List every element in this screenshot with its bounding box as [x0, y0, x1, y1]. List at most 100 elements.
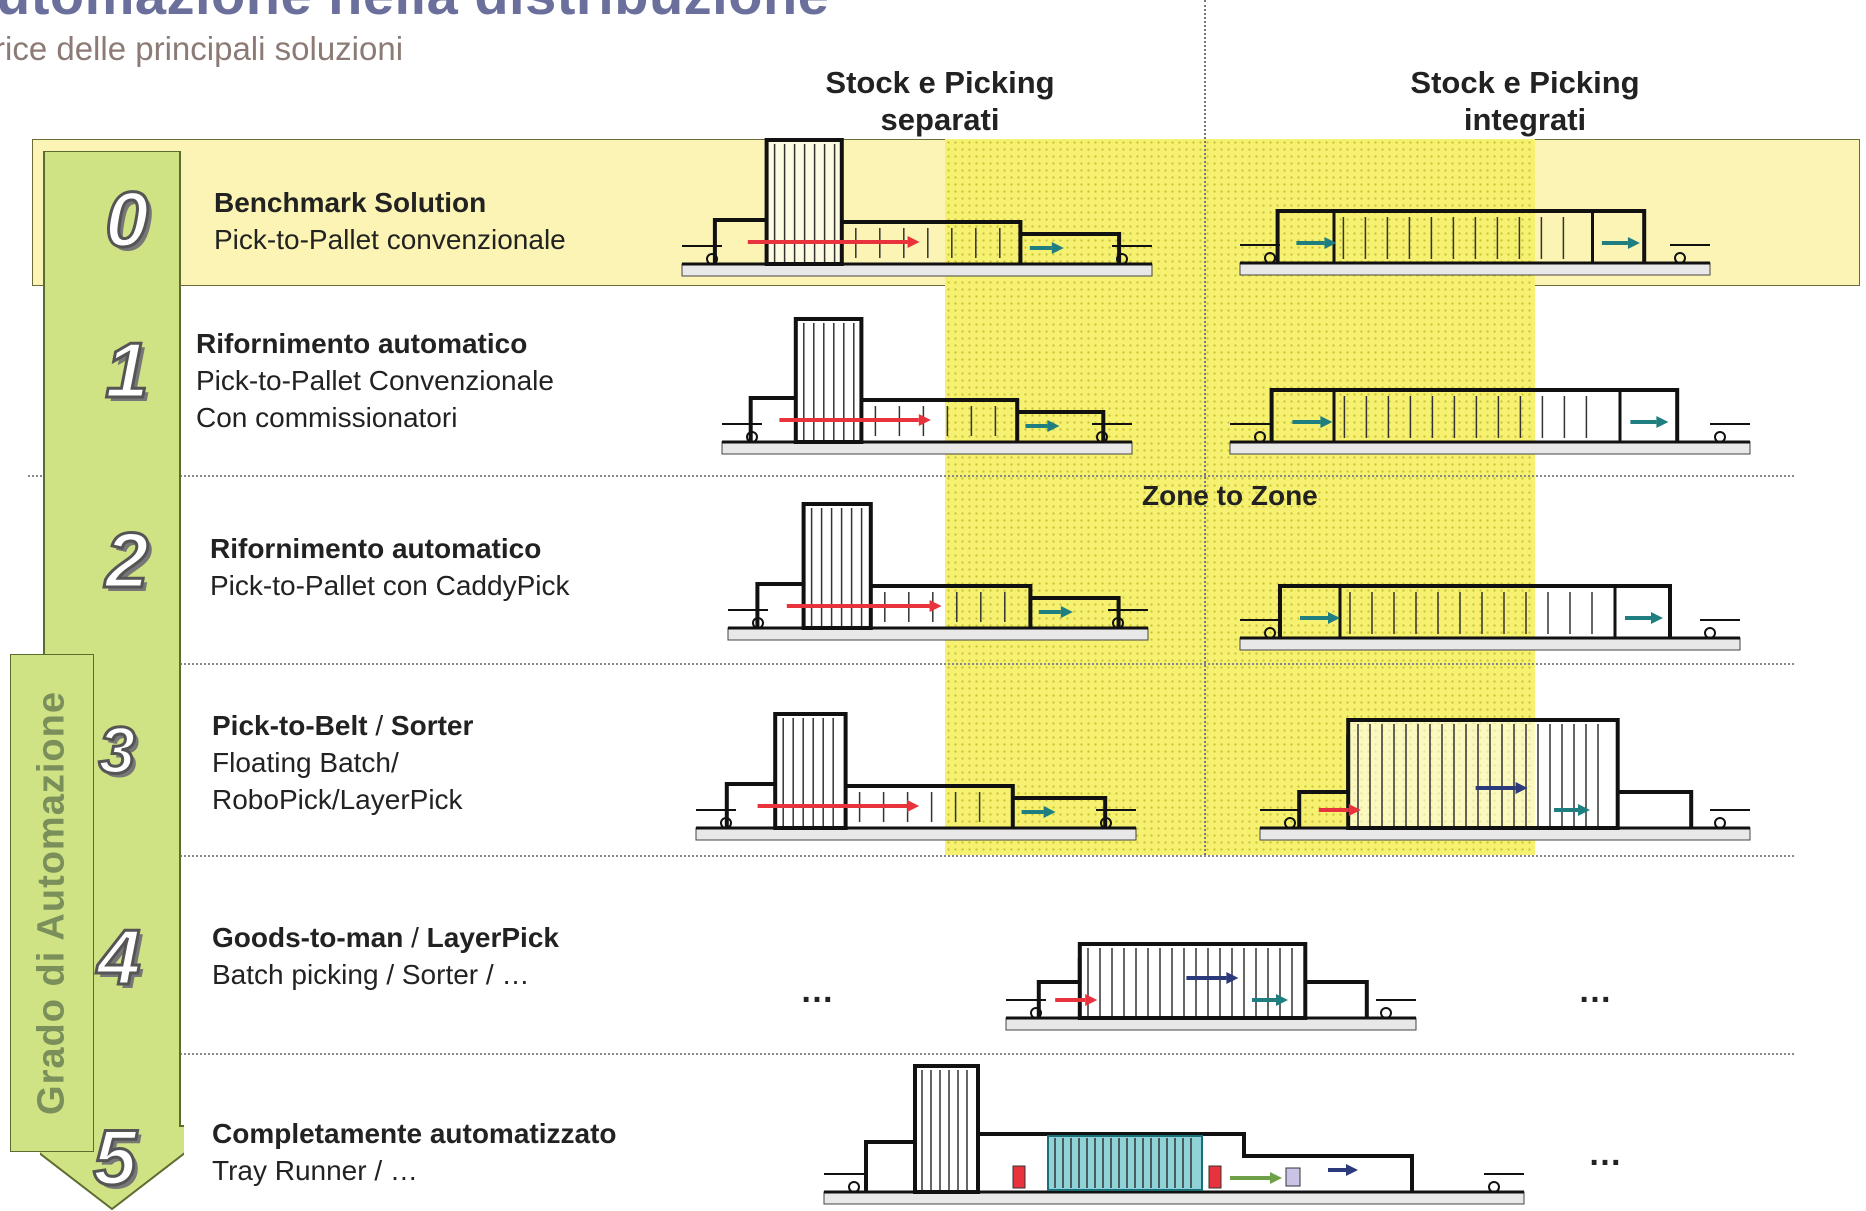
- row-separator: [160, 855, 1794, 857]
- building-outline: [1269, 388, 1680, 442]
- flow-arrow-teal-head: [1051, 242, 1064, 254]
- row-separator: [160, 663, 1794, 665]
- level-2-text: Rifornimento automatico Pick-to-Pallet c…: [210, 530, 569, 604]
- building-outline: [748, 396, 796, 442]
- column-header-line: Stock e Picking: [825, 65, 1055, 100]
- building-outline: [1275, 209, 1647, 263]
- truck-wheel: [1284, 817, 1296, 829]
- truck-wheel: [1264, 627, 1276, 639]
- level-line: Tray Runner / …: [212, 1155, 418, 1186]
- flow-arrow-teal-head: [1578, 804, 1590, 816]
- shipping-hall: [1017, 410, 1106, 442]
- picking-hall: [870, 584, 1033, 628]
- axis-label-text: Grado di Automazione: [30, 691, 73, 1115]
- building-diagram: [1005, 942, 1417, 1031]
- truck-wheel: [1254, 431, 1266, 443]
- picking-hall: [841, 220, 1023, 264]
- page-subtitle: rice delle principali soluzioni: [0, 30, 404, 67]
- truck-wheel: [1380, 1007, 1392, 1019]
- building-diagram: [1239, 584, 1741, 651]
- shipping-hall: [1020, 232, 1122, 264]
- shipping-hall: [1030, 596, 1121, 628]
- level-3-text: Pick-to-Belt / Sorter Floating Batch/ Ro…: [212, 707, 473, 818]
- level-number-5: 5: [92, 1112, 138, 1203]
- level-title-sep: /: [367, 710, 391, 741]
- flow-arrow-red-head: [907, 800, 920, 812]
- building-diagram: [727, 502, 1149, 641]
- building-diagram: [823, 1064, 1525, 1205]
- flow-arrow-teal-head: [1627, 237, 1640, 249]
- building-outline: [1036, 958, 1082, 1018]
- flow-arrow-teal-head: [1320, 416, 1333, 428]
- flow-arrow-red-head: [1085, 994, 1098, 1006]
- column-separator: [1204, 0, 1206, 855]
- level-number-3: 3: [97, 712, 137, 789]
- flow-arrow-navy-head: [1515, 782, 1528, 794]
- building-outline: [755, 582, 804, 628]
- building-diagram: [1259, 718, 1751, 841]
- level-number-0: 0: [104, 174, 150, 265]
- level-title: Goods-to-man / LayerPick: [212, 919, 559, 956]
- building-outline: [864, 1140, 915, 1192]
- level-title: Pick-to-Belt / Sorter: [212, 707, 473, 744]
- automation-axis-label: Grado di Automazione: [10, 654, 94, 1152]
- flow-arrow-teal-head: [1043, 806, 1056, 818]
- picking-hall: [845, 784, 1015, 828]
- building-diagram: [681, 138, 1153, 277]
- flow-arrow-red-head: [907, 236, 920, 248]
- truck-wheel: [1714, 817, 1726, 829]
- high-bay-store: [913, 1064, 980, 1194]
- level-4-text: Goods-to-man / LayerPick Batch picking /…: [212, 919, 559, 993]
- page-title: utomazione nella distribuzione: [0, 0, 829, 27]
- level-5-text: Completamente automatizzato Tray Runner …: [212, 1115, 617, 1189]
- level-line: Floating Batch/: [212, 747, 399, 778]
- flow-arrow-navy-head: [1226, 972, 1239, 984]
- level-number-2: 2: [104, 515, 150, 606]
- truck-wheel: [1714, 431, 1726, 443]
- flow-arrow-red-head: [929, 600, 942, 612]
- level-title-b: LayerPick: [426, 922, 559, 953]
- shipping-hall: [1305, 980, 1369, 1018]
- level-title-b: Sorter: [390, 710, 474, 741]
- row-separator: [28, 475, 1794, 477]
- level-0-text: Benchmark Solution Pick-to-Pallet conven…: [214, 184, 566, 258]
- picking-hall: [861, 398, 1020, 442]
- row-separator: [160, 1053, 1794, 1055]
- flow-arrow-teal-head: [1276, 994, 1288, 1006]
- high-bay-store: [793, 317, 864, 444]
- flow-arrow-teal-head: [1656, 416, 1669, 428]
- level-line: RoboPick/LayerPick: [212, 784, 463, 815]
- truck-wheel: [1674, 252, 1686, 264]
- column-header-line: Stock e Picking: [1410, 65, 1640, 100]
- high-bay-store: [773, 712, 848, 830]
- ellipsis: …: [1578, 972, 1612, 1010]
- level-line: Pick-to-Pallet convenzionale: [214, 224, 566, 255]
- column-header-integrati: Stock e Picking integrati: [1365, 64, 1685, 138]
- flow-arrow-teal-head: [1328, 612, 1340, 624]
- shipping-hall: [1012, 796, 1108, 828]
- high-bay-store: [801, 502, 873, 630]
- ground-slab: [727, 627, 1149, 641]
- level-line: Batch picking / Sorter / …: [212, 959, 530, 990]
- ground-slab: [721, 441, 1133, 455]
- building-outline: [712, 218, 767, 264]
- level-title-sep: /: [403, 922, 427, 953]
- truck-wheel: [848, 1181, 860, 1193]
- truck-wheel: [1488, 1181, 1500, 1193]
- flow-arrow-teal-head: [1047, 420, 1060, 432]
- ground-slab: [1229, 441, 1751, 455]
- building-diagram: [1229, 388, 1751, 455]
- column-header-line: separati: [880, 102, 1000, 137]
- column-header-separati: Stock e Picking separati: [780, 64, 1100, 138]
- ground-slab: [681, 263, 1153, 277]
- ground-slab: [1239, 637, 1741, 651]
- level-title-a: Pick-to-Belt: [212, 710, 368, 741]
- flow-arrow-red-head: [1348, 804, 1361, 816]
- zone-to-zone-label: Zone to Zone: [1142, 480, 1318, 511]
- ground-slab: [695, 827, 1137, 841]
- flow-arrow-teal-head: [1060, 606, 1073, 618]
- level-title: Completamente automatizzato: [212, 1118, 617, 1149]
- flow-arrow-teal-head: [1324, 237, 1337, 249]
- building-outline: [724, 782, 776, 828]
- truck-wheel: [1116, 253, 1128, 265]
